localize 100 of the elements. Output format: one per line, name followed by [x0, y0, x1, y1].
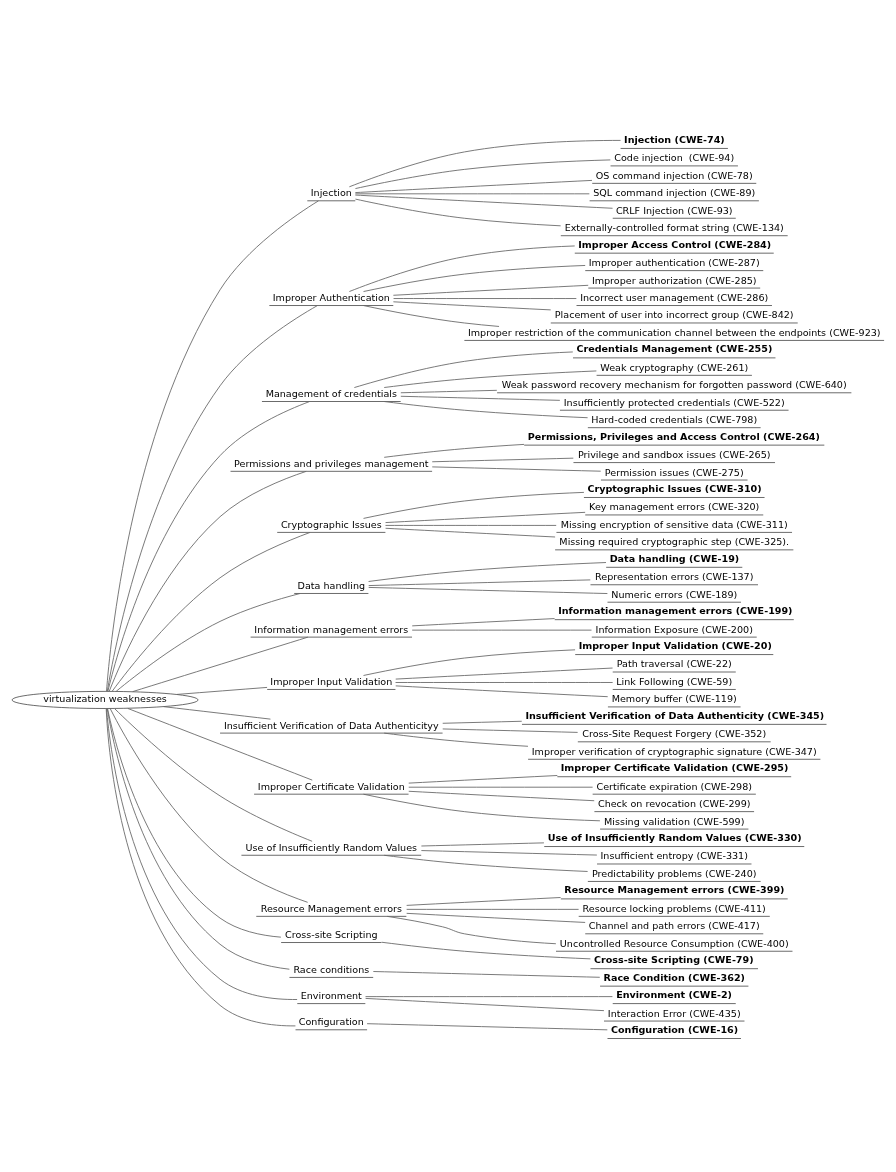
connector	[366, 1022, 608, 1030]
node-text: Improper Certificate Validation	[257, 780, 405, 792]
connector	[383, 854, 589, 872]
connector	[408, 786, 594, 788]
connector	[354, 192, 590, 194]
connector	[385, 527, 556, 537]
connector	[420, 849, 598, 855]
node-text: Check on revocation (CWE-299)	[597, 797, 751, 809]
node-text: Missing required cryptographic step (CWE-325).	[559, 535, 790, 547]
node-text: Configuration	[298, 1015, 364, 1027]
node-text: Data handling	[297, 579, 366, 591]
connector	[395, 681, 614, 683]
connector	[355, 158, 611, 189]
connector	[392, 300, 552, 310]
connector	[406, 908, 580, 910]
node-text: Cryptographic Issues (CWE-310)	[587, 482, 762, 494]
node-text: Uncontrolled Resource Consumption (CWE-400)	[559, 937, 789, 949]
connector	[363, 491, 585, 519]
connector	[383, 370, 597, 388]
node-text: Interaction Error (CWE-435)	[607, 1007, 741, 1019]
connector	[442, 728, 579, 733]
connector	[383, 732, 529, 747]
node-text: Configuration (CWE-16)	[610, 1023, 739, 1035]
node-text: Improper Input Validation (CWE-20)	[578, 639, 772, 651]
node-text: Improper Authentication	[272, 291, 390, 303]
connector	[363, 793, 601, 821]
connector	[395, 667, 613, 680]
node-text: Insufficiently protected credentials (CWE-522)	[563, 396, 785, 408]
node-text: Missing validation (CWE-599)	[604, 815, 745, 827]
node-text: Resource locking problems (CWE-411)	[582, 902, 766, 914]
node-text: Cryptographic Issues	[280, 518, 382, 530]
node-text: Representation errors (CWE-137)	[595, 570, 754, 582]
connector	[368, 561, 607, 582]
connector	[381, 941, 591, 959]
connector	[115, 592, 301, 692]
node-text: Missing encryption of sensitive data (CWE-311)	[560, 518, 788, 530]
connector	[408, 790, 595, 801]
node-text: Information management errors	[254, 623, 409, 635]
connector	[363, 264, 586, 292]
node-text: Privilege and sandbox issues (CWE-265)	[577, 448, 771, 460]
connector	[431, 457, 574, 462]
node-text: Code injection (CWE-94)	[614, 151, 735, 163]
connector	[400, 395, 561, 401]
connector	[372, 970, 601, 978]
node-text: Incorrect user management (CWE-286)	[580, 291, 769, 303]
connector	[363, 648, 576, 676]
node-text: Improper Access Control (CWE-284)	[578, 238, 772, 250]
node-text: Insufficient entropy (CWE-331)	[600, 849, 748, 861]
node-text: Environment (CWE-2)	[616, 988, 732, 1000]
node-text: Information management errors (CWE-199)	[558, 604, 793, 616]
connector	[355, 198, 562, 226]
node-text: Resource Management errors	[260, 902, 402, 914]
node-text: Path traversal (CWE-22)	[616, 657, 732, 669]
node-text: Link Following (CWE-59)	[616, 675, 733, 687]
connector	[368, 578, 591, 586]
connector	[386, 915, 557, 944]
connector	[411, 617, 555, 626]
node-text: Use of Insufficiently Random Values	[245, 841, 418, 853]
connector	[442, 720, 523, 724]
node-text: Information Exposure (CWE-200)	[595, 623, 753, 635]
node-text: Improper verification of cryptographic signature (CWE-347)	[531, 745, 817, 757]
node-ellipse: virtualization weaknesses	[11, 690, 199, 709]
connector	[111, 531, 311, 692]
connector	[408, 774, 558, 784]
node-text: Externally-controlled format string (CWE-134)	[564, 221, 784, 233]
connector	[109, 707, 309, 903]
node-text: Memory buffer (CWE-119)	[611, 692, 737, 704]
connector	[132, 636, 309, 692]
node-text: Placement of user into incorrect group (CWE-842)	[554, 308, 794, 320]
node-text: Permissions, Privileges and Access Control (CWE-264)	[527, 430, 820, 442]
node-text: Cross-site Scripting	[284, 928, 378, 940]
connector	[393, 297, 577, 299]
connector	[395, 684, 609, 697]
node-text: Race Condition (CWE-362)	[603, 971, 745, 983]
node-text: Improper authorization (CWE-285)	[591, 274, 757, 286]
connector	[406, 896, 561, 906]
connector	[108, 470, 307, 691]
node-text: Injection (CWE-74)	[624, 133, 725, 145]
connector	[107, 707, 282, 938]
connector	[106, 304, 318, 692]
connector	[114, 707, 313, 842]
node-text: Improper Certificate Validation (CWE-295)	[560, 761, 789, 773]
connector	[383, 400, 589, 418]
connector	[406, 912, 586, 923]
connector	[385, 524, 557, 526]
connector	[348, 139, 621, 187]
node-text: Credentials Management (CWE-255)	[576, 342, 773, 354]
connector	[176, 686, 268, 695]
node-text: Improper authentication (CWE-287)	[588, 256, 760, 268]
connector	[353, 351, 574, 388]
node-text: Insufficient Verification of Data Authenticityy	[223, 719, 439, 731]
node-text: Cross-Site Request Forgery (CWE-352)	[582, 727, 767, 739]
connector	[400, 389, 498, 393]
connector	[163, 705, 271, 720]
node-text: Channel and path errors (CWE-417)	[588, 919, 760, 931]
connector	[127, 707, 313, 781]
node-text: Resource Management errors (CWE-399)	[564, 883, 785, 895]
connector	[348, 245, 576, 292]
node-text: Injection	[310, 186, 352, 198]
connector	[365, 997, 605, 1011]
